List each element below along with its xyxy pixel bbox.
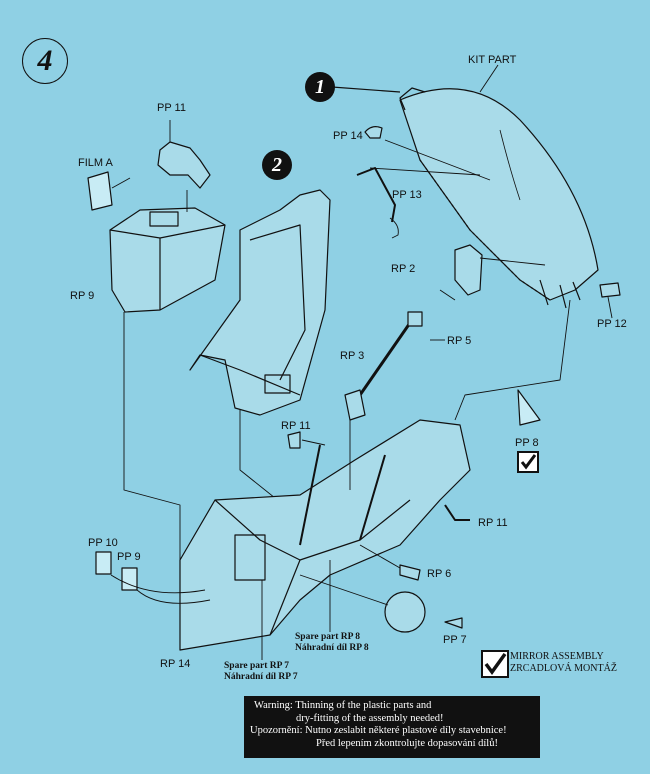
- mirror-en: MIRROR ASSEMBLY: [510, 651, 604, 662]
- spare-rp7-en: Spare part RP 7: [224, 661, 290, 671]
- warning-line-3: Upozornění: Nutno zeslabit některé plast…: [250, 725, 507, 736]
- label-rp5: RP 5: [447, 335, 472, 347]
- spare-rp8-cz: Náhradní díl RP 8: [295, 643, 369, 653]
- label-pp8: PP 8: [515, 437, 539, 449]
- ejection-seat-part: [189, 189, 331, 416]
- spare-rp8-note: Spare part RP 8 Náhradní díl RP 8: [295, 632, 369, 654]
- label-pp9: PP 9: [117, 551, 141, 563]
- callout-1-badge: 1: [305, 72, 335, 102]
- label-rp3: RP 3: [340, 350, 365, 362]
- label-kit-part: KIT PART: [468, 54, 517, 66]
- cockpit-tub-part: [179, 419, 471, 651]
- check-icon: [484, 652, 507, 675]
- step-number: 4: [22, 38, 68, 84]
- warning-line-4: Před lepením zkontrolujte dopasování díl…: [316, 737, 498, 749]
- mirror-assembly-note: MIRROR ASSEMBLY ZRCADLOVÁ MONTÁŽ: [510, 651, 617, 675]
- label-rp11-left: RP 11: [281, 420, 311, 432]
- label-rp9: RP 9: [70, 290, 95, 302]
- mirror-cz: ZRCADLOVÁ MONTÁŽ: [510, 663, 617, 674]
- warning-line-1: Warning: Thinning of the plastic parts a…: [254, 700, 432, 711]
- warning-box: Warning: Thinning of the plastic parts a…: [244, 696, 540, 758]
- canopy-part: [399, 87, 599, 309]
- label-rp6: RP 6: [427, 568, 452, 580]
- label-pp7: PP 7: [443, 634, 467, 646]
- mirror-checkbox: [481, 650, 509, 678]
- label-pp12: PP 12: [597, 318, 627, 330]
- warning-line-2: dry-fitting of the assembly needed!: [296, 712, 444, 724]
- check-icon: [520, 454, 537, 470]
- spare-rp7-note: Spare part RP 7 Náhradní díl RP 7: [224, 661, 298, 683]
- pp8-checkbox: [517, 451, 539, 473]
- label-film-a: FILM A: [78, 157, 113, 169]
- label-pp14: PP 14: [333, 130, 363, 142]
- label-pp10: PP 10: [88, 537, 118, 549]
- callout-2-badge: 2: [262, 150, 292, 180]
- label-pp13: PP 13: [392, 189, 422, 201]
- spare-rp7-cz: Náhradní díl RP 7: [224, 672, 298, 682]
- label-rp14: RP 14: [160, 658, 191, 670]
- label-rp2: RP 2: [391, 263, 416, 275]
- label-pp11: PP 11: [157, 102, 186, 114]
- coaming-part: [109, 207, 226, 313]
- spare-rp8-en: Spare part RP 8: [295, 632, 361, 642]
- label-rp11-right: RP 11: [478, 517, 508, 529]
